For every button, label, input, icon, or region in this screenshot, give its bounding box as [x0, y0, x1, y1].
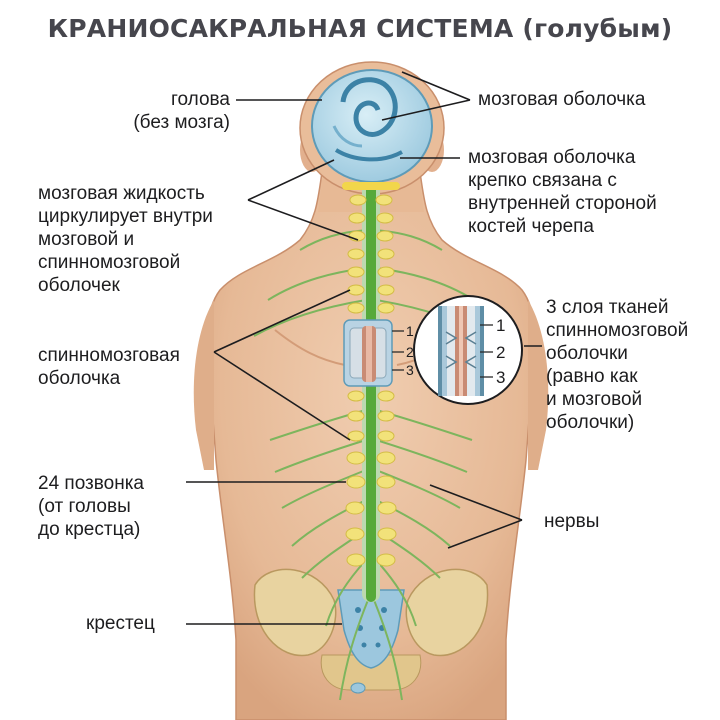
layer-numbers-large: 1 2 3: [496, 316, 505, 387]
head-skull: [299, 61, 445, 195]
page-title: КРАНИОСАКРАЛЬНАЯ СИСТЕМА (голубым): [47, 14, 673, 43]
label-csf: мозговая жидкость циркулирует внутри моз…: [38, 183, 213, 296]
label-head: голова (без мозга): [133, 89, 230, 133]
leader-lines: [186, 71, 542, 625]
layer-number-3-small: 3: [406, 362, 414, 378]
layer-number-2-large: 2: [496, 343, 505, 362]
label-meninges: мозговая оболочка: [478, 89, 646, 110]
layer-numbers: 1 2 3: [406, 323, 414, 378]
pelvis: [253, 568, 489, 691]
label-spinal-membrane: спинномозговая оболочка: [38, 345, 180, 389]
layer-number-1-small: 1: [406, 323, 414, 339]
layer-number-3-large: 3: [496, 368, 505, 387]
label-tissue-layers: 3 слоя тканей спинномозговой оболочки (р…: [546, 297, 689, 433]
sacrum-bone: [337, 589, 405, 694]
spinal-column: [342, 182, 400, 602]
spine-cutaway: [343, 319, 404, 387]
label-nerves: нервы: [544, 511, 600, 532]
layer-number-1-large: 1: [496, 316, 505, 335]
label-sacrum: крестец: [86, 613, 155, 634]
label-vertebrae: 24 позвонка (от головы до крестца): [38, 473, 145, 540]
magnified-layers: [413, 295, 523, 405]
label-meninges-bound: мозговая оболочка крепко связана с внутр…: [468, 147, 657, 237]
layer-number-2-small: 2: [406, 344, 414, 360]
